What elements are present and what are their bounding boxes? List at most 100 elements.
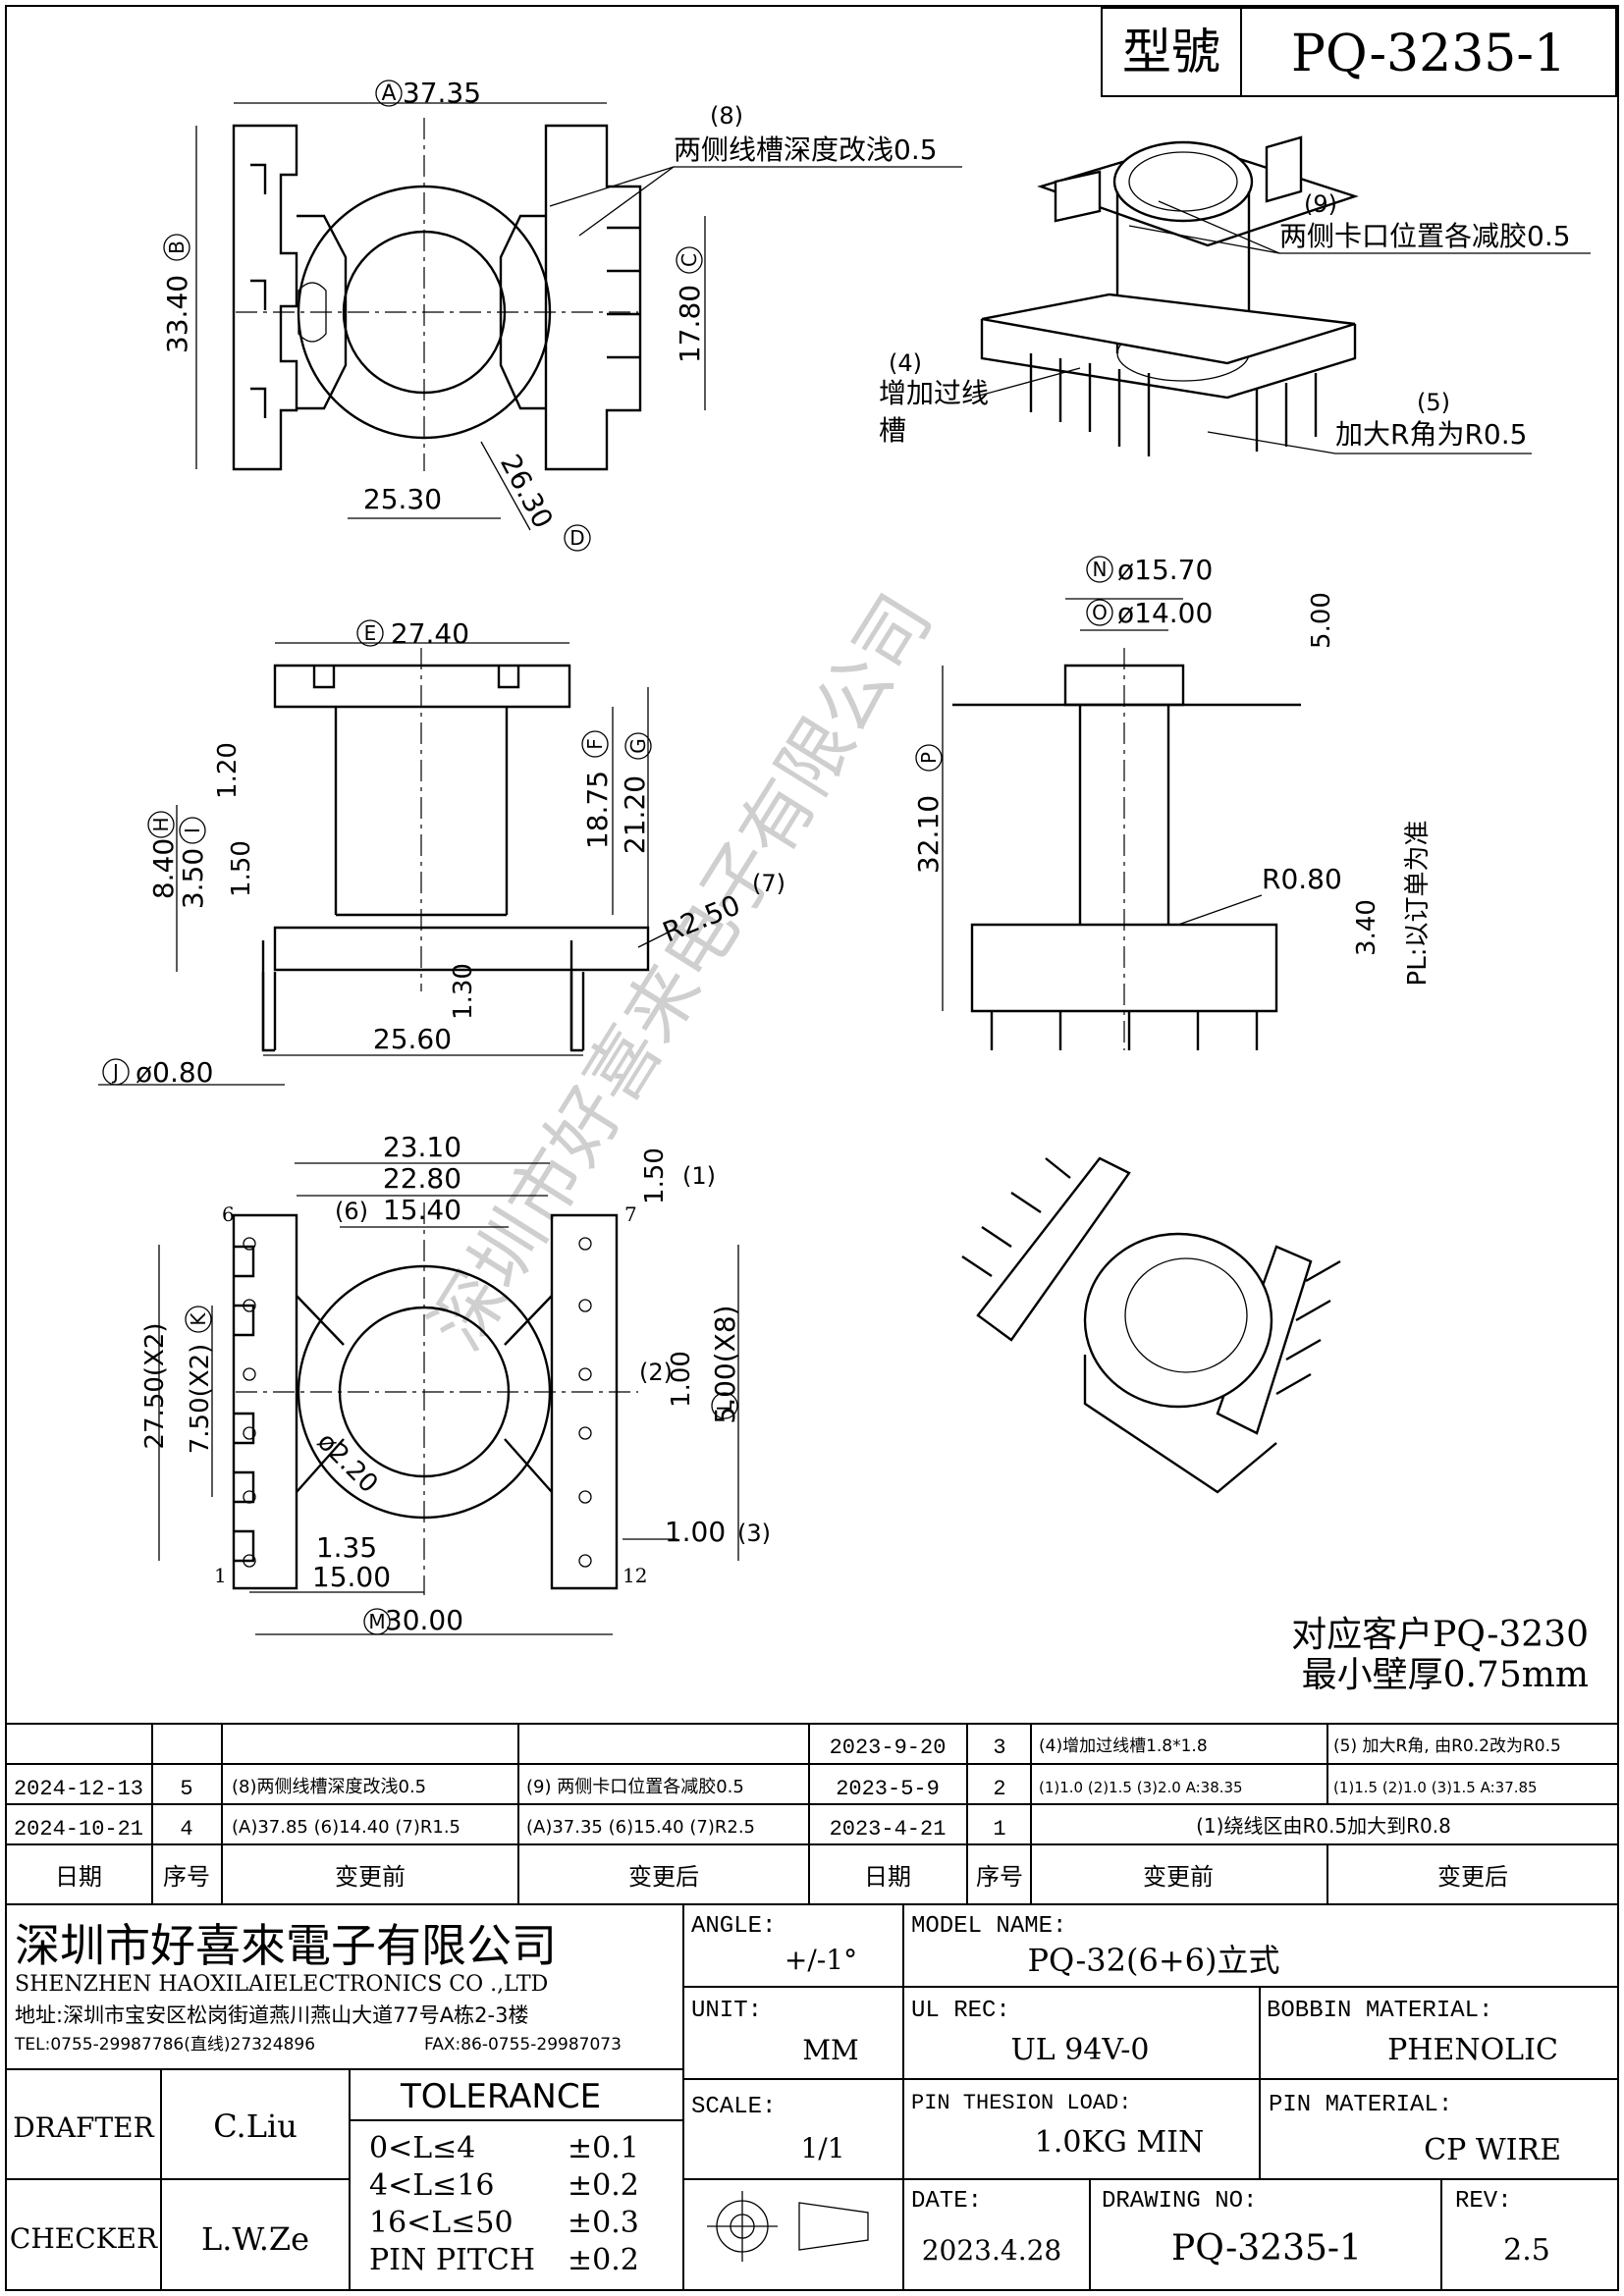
ann4-line1: 增加过线 xyxy=(879,377,989,409)
tol-range-0: 0<L≤4 xyxy=(369,2131,475,2165)
dim-n3: (3) xyxy=(737,1520,771,1547)
rev-r1-date: 2023-5-9 xyxy=(836,1777,940,1801)
rev-h-before-l: 变更前 xyxy=(335,1863,406,1891)
scale-value: 1/1 xyxy=(800,2132,844,2164)
dim-2310: 23.10 xyxy=(383,1131,461,1163)
model-value: PQ-32(6+6)立式 xyxy=(1028,1942,1280,1979)
tol-value-2: ±0.3 xyxy=(568,2206,639,2240)
company-address: 地址:深圳市宝安区松岗街道燕川燕山大道77号A栋2-3楼 xyxy=(15,2003,528,2027)
rev-l1-no: 5 xyxy=(180,1777,192,1801)
rev-value: 2.5 xyxy=(1503,2233,1550,2268)
dim-G: 21.20 xyxy=(619,775,651,854)
dim-1500: 15.00 xyxy=(312,1561,391,1593)
drafter-name: C.Liu xyxy=(213,2108,298,2145)
bobbin-label: BOBBIN MATERIAL: xyxy=(1267,1998,1492,2024)
rev-h-before-r: 变更前 xyxy=(1143,1863,1214,1891)
dim-100: 1.00 xyxy=(667,1351,696,1408)
dim-circle-B: B xyxy=(165,240,189,254)
rev-r0-after: (5) 加大R角, 由R0.2改为R0.5 xyxy=(1333,1736,1561,1756)
dim-circle-P: P xyxy=(917,752,941,764)
tol-value-1: ±0.2 xyxy=(568,2168,639,2203)
date-value: 2023.4.28 xyxy=(922,2234,1062,2267)
dim-circle-E: E xyxy=(364,621,377,645)
bottom-view: 23.10 22.80 (6) 15.40 1.50 (1) 27.50(X2)… xyxy=(140,1131,771,1636)
rev-h-no-r: 序号 xyxy=(976,1863,1023,1891)
dim-A: 37.35 xyxy=(403,77,481,109)
dim-circle-G: G xyxy=(626,738,650,754)
note-line1: 对应客户PQ-3230 xyxy=(1291,1615,1589,1655)
checker-label: CHECKER xyxy=(10,2222,158,2255)
dim-circle-N: N xyxy=(1093,558,1108,581)
dim-R-num: (7) xyxy=(752,870,785,897)
rev-h-after-l: 变更后 xyxy=(628,1863,699,1891)
dim-pl: PL:以订单为准 xyxy=(1403,821,1433,987)
dim-150b: 1.50 xyxy=(640,1148,670,1204)
dim-n2: (2) xyxy=(639,1359,673,1386)
pin-load-value: 1.0KG MIN xyxy=(1035,2125,1204,2160)
ann4-line2: 槽 xyxy=(879,414,906,447)
drawing-value: PQ-3235-1 xyxy=(1171,2228,1362,2269)
rev-h-after-r: 变更后 xyxy=(1437,1863,1508,1891)
tol-range-3: PIN PITCH xyxy=(369,2243,535,2277)
ann5-text: 加大R角为R0.5 xyxy=(1335,418,1527,451)
ann9-num: (9) xyxy=(1304,190,1337,218)
ann9-text: 两侧卡口位置各减胶0.5 xyxy=(1279,220,1571,252)
checker-name: L.W.Ze xyxy=(201,2220,309,2258)
info-block-grid xyxy=(6,1904,1618,2290)
dim-circle-H: H xyxy=(149,817,173,831)
rev-r2-merged: (1)绕线区由R0.5加大到R0.8 xyxy=(1196,1814,1451,1838)
rev-h-date-r: 日期 xyxy=(864,1863,911,1891)
iso-view-top: (9) 两侧卡口位置各减胶0.5 (4) 增加过线 槽 (5) 加大R角为R0.… xyxy=(879,135,1591,456)
dim-R080: R0.80 xyxy=(1262,863,1342,895)
rev-h-date-l: 日期 xyxy=(55,1863,102,1891)
dim-C: 17.80 xyxy=(674,285,706,363)
dim-circle-D: D xyxy=(569,526,584,550)
rev-r1-after: (1)1.5 (2)1.0 (3)1.5 A:37.85 xyxy=(1333,1779,1538,1796)
watermark: 深圳市好喜来电子有限公司 xyxy=(414,580,948,1364)
title-block: 型號 PQ-3235-1 xyxy=(1101,7,1617,97)
pin-label-12: 12 xyxy=(623,1564,647,1587)
dim-n1: (1) xyxy=(682,1162,716,1190)
sheet-border xyxy=(5,5,1619,2291)
rev-r2-date: 2023-4-21 xyxy=(830,1817,947,1842)
rev-r1-before: (1)1.0 (2)1.5 (3)2.0 A:38.35 xyxy=(1039,1779,1243,1796)
ann5-num: (5) xyxy=(1417,389,1450,416)
dim-L: 5.00(X8) xyxy=(709,1305,741,1423)
top-view: A 37.35 33.40 B 17.80 C 25.30 26.30 D (8… xyxy=(161,77,962,552)
dim-circle-M: M xyxy=(368,1610,385,1633)
dim-circle-I: I xyxy=(181,828,204,833)
dim-E: 27.40 xyxy=(391,617,469,650)
pin-load-label: PIN THESION LOAD: xyxy=(911,2091,1131,2115)
angle-label: ANGLE: xyxy=(691,1913,776,1940)
model-label: MODEL NAME: xyxy=(911,1913,1066,1940)
pin-label-1: 1 xyxy=(214,1564,227,1587)
ul-label: UL REC: xyxy=(911,1998,1010,2024)
dim-M: 30.00 xyxy=(385,1604,463,1636)
dim-K2: 7.50(X2) xyxy=(186,1344,215,1455)
unit-value: MM xyxy=(802,2034,858,2066)
date-label: DATE: xyxy=(911,2188,982,2215)
dim-circle-L: L xyxy=(713,1400,736,1412)
dim-J: ø0.80 xyxy=(135,1056,213,1089)
pin-holes xyxy=(243,1237,592,1568)
pin-mat-value: CP WIRE xyxy=(1424,2133,1561,2167)
dim-width-bottom: 25.30 xyxy=(363,483,442,515)
dim-n6: (6) xyxy=(335,1198,368,1225)
rev-h-no-l: 序号 xyxy=(163,1863,210,1891)
dim-circle-K: K xyxy=(187,1312,210,1326)
dim-circle-O: O xyxy=(1092,601,1108,624)
pin-label-7: 7 xyxy=(624,1202,637,1226)
rev-r0-no: 3 xyxy=(993,1735,1005,1760)
rev-l2-no: 4 xyxy=(180,1817,192,1842)
drafter-label: DRAFTER xyxy=(13,2111,154,2144)
rev-l1-date: 2024-12-13 xyxy=(14,1777,143,1801)
ann8-num: (8) xyxy=(710,102,743,130)
company-name-en: SHENZHEN HAOXILAIELECTRONICS CO .,LTD xyxy=(15,1972,548,1997)
pin-mat-label: PIN MATERIAL: xyxy=(1269,2092,1452,2118)
rev-l2-after: (A)37.35 (6)15.40 (7)R2.5 xyxy=(526,1817,755,1838)
dim-O: ø14.00 xyxy=(1117,597,1213,629)
bobbin-value: PHENOLIC xyxy=(1387,2033,1558,2067)
iso-view-bottom xyxy=(961,1156,1341,1494)
front-view: E 27.40 18.75 F 21.20 G 1.20 8.40 H 3.50… xyxy=(98,617,785,1089)
